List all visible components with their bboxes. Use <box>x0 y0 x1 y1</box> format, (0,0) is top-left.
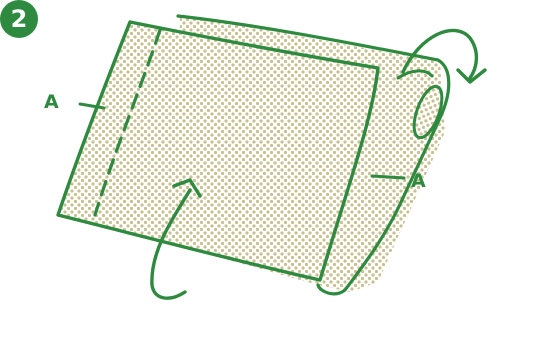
edge-label-left: A <box>44 93 59 112</box>
fabric-front-panel <box>58 22 378 280</box>
right-label-tick <box>372 176 404 178</box>
edge-label-right: A <box>411 172 426 191</box>
